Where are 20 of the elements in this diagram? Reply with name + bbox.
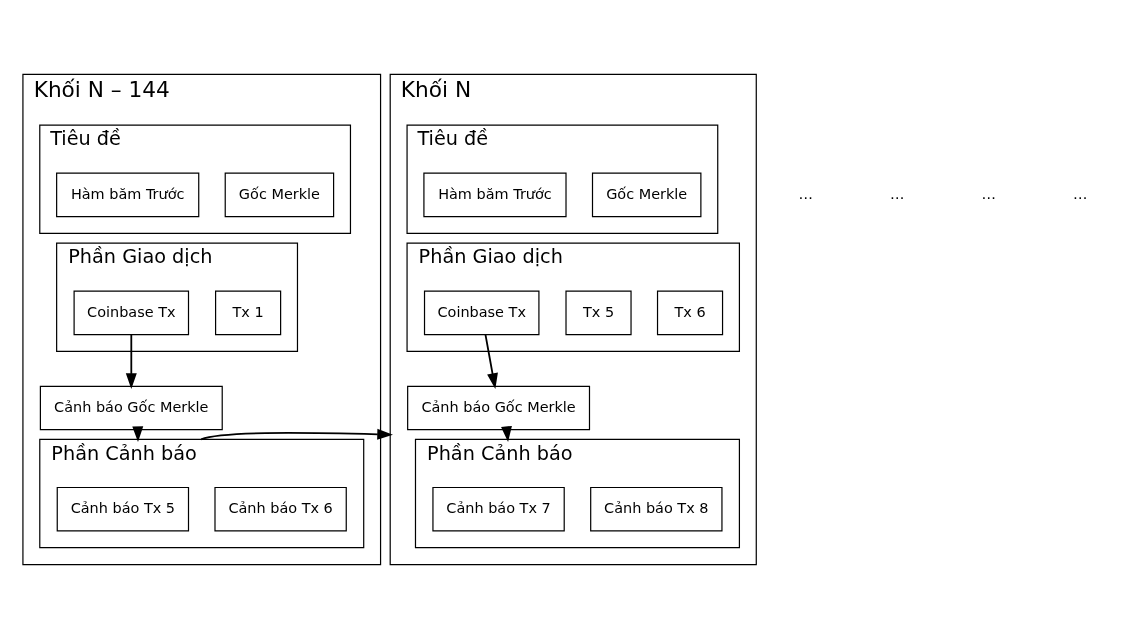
node-box: Coinbase Tx (73, 290, 190, 336)
node-box: Hàm băm Trước (56, 172, 200, 218)
node-box: Gốc Merkle (591, 172, 702, 218)
node-box: Cảnh báo Tx 5 (56, 486, 190, 532)
node-box: Tx 6 (656, 290, 724, 336)
arrow (501, 425, 512, 443)
node-box: Coinbase Tx (423, 290, 540, 336)
label: … (889, 185, 905, 202)
node-box: Gốc Merkle (224, 172, 335, 218)
node-box: Cảnh báo Tx 7 (432, 486, 565, 532)
arrow (484, 333, 498, 389)
node-box: Tx 1 (215, 290, 282, 336)
node-box: Cảnh báo Tx 8 (590, 486, 723, 532)
label: … (798, 185, 813, 202)
node-box: Hàm băm Trước (423, 172, 567, 218)
label: … (1072, 185, 1088, 202)
node-box: Cảnh báo Tx 6 (214, 486, 347, 532)
arrow (125, 333, 137, 389)
label: … (981, 185, 996, 202)
node-box: Tx 5 (565, 290, 632, 336)
